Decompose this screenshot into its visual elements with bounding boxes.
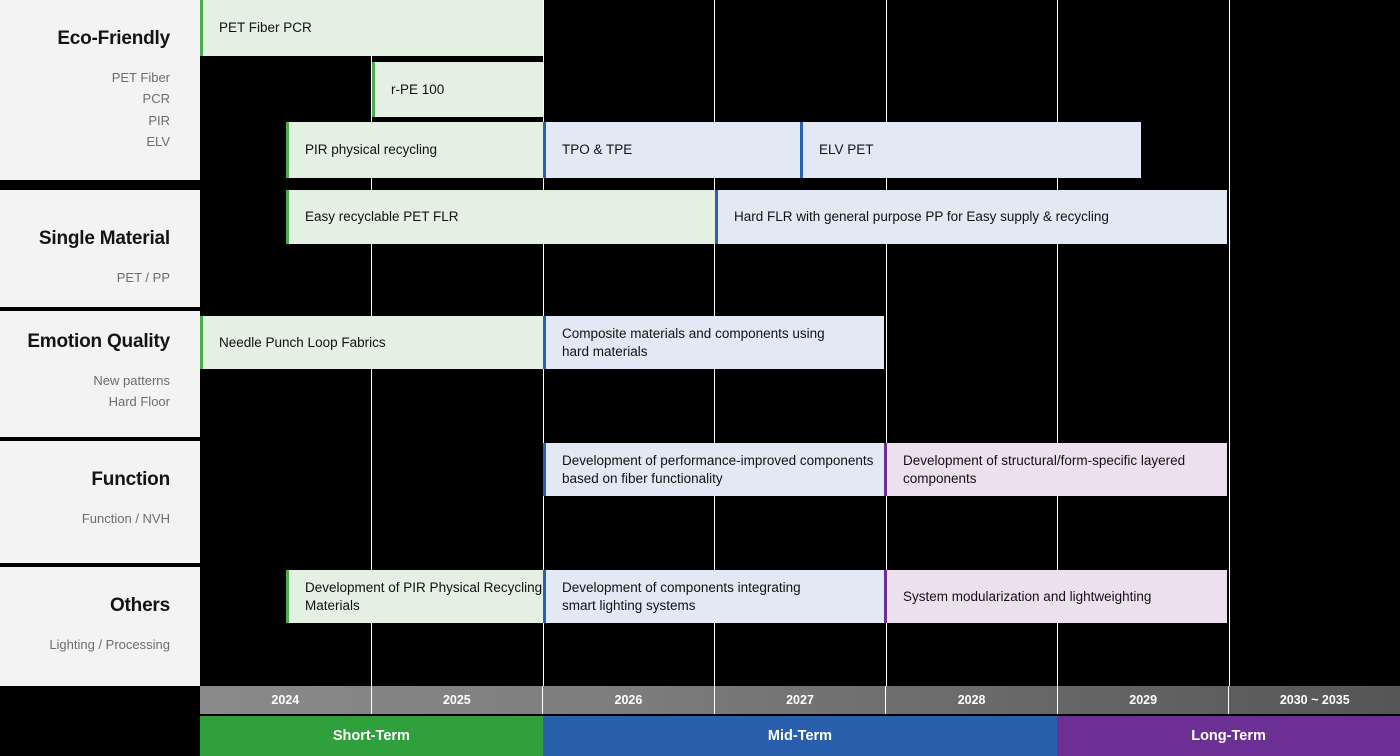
sidebar-subtitle: PIR: [148, 112, 170, 128]
sidebar-subtitle: PCR: [142, 91, 170, 107]
roadmap-bar-label: PET Fiber PCR: [219, 20, 312, 36]
roadmap-bar-label: Hard FLR with general purpose PP for Eas…: [734, 209, 1109, 225]
grid-column-separator: [1229, 0, 1230, 686]
sidebar-subtitle: ELV: [146, 134, 170, 150]
sidebar-subtitle: PET Fiber: [111, 69, 170, 85]
roadmap-bar-label: Development of structural/form-specific …: [903, 452, 1186, 486]
roadmap-bar[interactable]: Development of performance-improved comp…: [543, 443, 884, 496]
roadmap-bar[interactable]: System modularization and lightweighting: [884, 570, 1227, 623]
grid-column-separator: [886, 0, 887, 686]
roadmap-bar[interactable]: PET Fiber PCR: [200, 0, 543, 56]
sidebar-subtitle: New patterns: [93, 372, 170, 388]
sidebar-section-subtitles: Function / NVH: [82, 508, 170, 529]
roadmap-bar-label: System modularization and lightweighting: [903, 588, 1152, 604]
sidebar-subtitle: PET / PP: [116, 269, 170, 285]
sidebar-subtitle: Lighting / Processing: [49, 636, 170, 652]
year-label-2030-2035[interactable]: 2030 ~ 2035: [1279, 693, 1350, 707]
year-label-2024[interactable]: 2024: [200, 686, 372, 714]
roadmap-bar-label: Development of performance-improved comp…: [562, 452, 874, 486]
roadmap-bar[interactable]: Needle Punch Loop Fabrics: [200, 316, 543, 369]
roadmap-bar[interactable]: PIR physical recycling: [286, 122, 543, 178]
term-band-long-term[interactable]: Long-Term: [1057, 716, 1400, 756]
roadmap-bar[interactable]: Development of structural/form-specific …: [884, 443, 1227, 496]
roadmap-bar[interactable]: r-PE 100: [372, 62, 543, 117]
roadmap-bar[interactable]: Hard FLR with general purpose PP for Eas…: [715, 190, 1227, 244]
roadmap-bar-label: Development of PIR Physical Recycling Ma…: [305, 579, 543, 613]
sidebar-section-subtitles: PET / PP: [117, 267, 170, 288]
sidebar-section-title: Single Material: [38, 228, 170, 249]
roadmap-bar[interactable]: Easy recyclable PET FLR: [286, 190, 715, 244]
sidebar-section-title: Others: [109, 595, 170, 616]
term-band-mid-term[interactable]: Mid-Term: [542, 716, 1058, 756]
grid-column-separator: [1057, 0, 1058, 686]
roadmap-bar-label: Composite materials and components using…: [562, 325, 825, 359]
sidebar-section-title: Eco-Friendly: [57, 28, 170, 49]
sidebar-subtitle: Hard Floor: [108, 394, 170, 410]
sidebar-subtitle: Function / NVH: [81, 510, 170, 526]
roadmap-bar[interactable]: Development of components integrating sm…: [543, 570, 884, 623]
year-label-2025[interactable]: 2025: [372, 686, 544, 714]
year-label-2026[interactable]: 2026: [543, 686, 715, 714]
roadmap-bar-label: Needle Punch Loop Fabrics: [219, 334, 386, 350]
roadmap-bar-label: Development of components integrating sm…: [562, 579, 801, 613]
year-label-2028[interactable]: 2028: [886, 686, 1058, 714]
roadmap-bar[interactable]: Composite materials and components using…: [543, 316, 884, 369]
roadmap-bar-label: TPO & TPE: [562, 142, 633, 158]
term-band-short-term[interactable]: Short-Term: [200, 716, 543, 756]
roadmap-bar-label: ELV PET: [819, 142, 874, 158]
roadmap-bar[interactable]: TPO & TPE: [543, 122, 800, 178]
roadmap-bar[interactable]: Development of PIR Physical Recycling Ma…: [286, 570, 543, 623]
footer-corner-spacer: [0, 686, 200, 756]
roadmap-bar-label: r-PE 100: [391, 81, 445, 97]
year-label-2027[interactable]: 2027: [715, 686, 887, 714]
year-label-2029[interactable]: 2029: [1058, 686, 1230, 714]
roadmap-bar[interactable]: ELV PET: [800, 122, 1141, 178]
sidebar-section-title: Emotion Quality: [27, 331, 170, 352]
roadmap-bar-label: PIR physical recycling: [305, 142, 438, 158]
sidebar-section-subtitles: Lighting / Processing: [49, 634, 170, 655]
roadmap-bar-label: Easy recyclable PET FLR: [305, 209, 459, 225]
sidebar-section-title: Function: [91, 469, 170, 490]
